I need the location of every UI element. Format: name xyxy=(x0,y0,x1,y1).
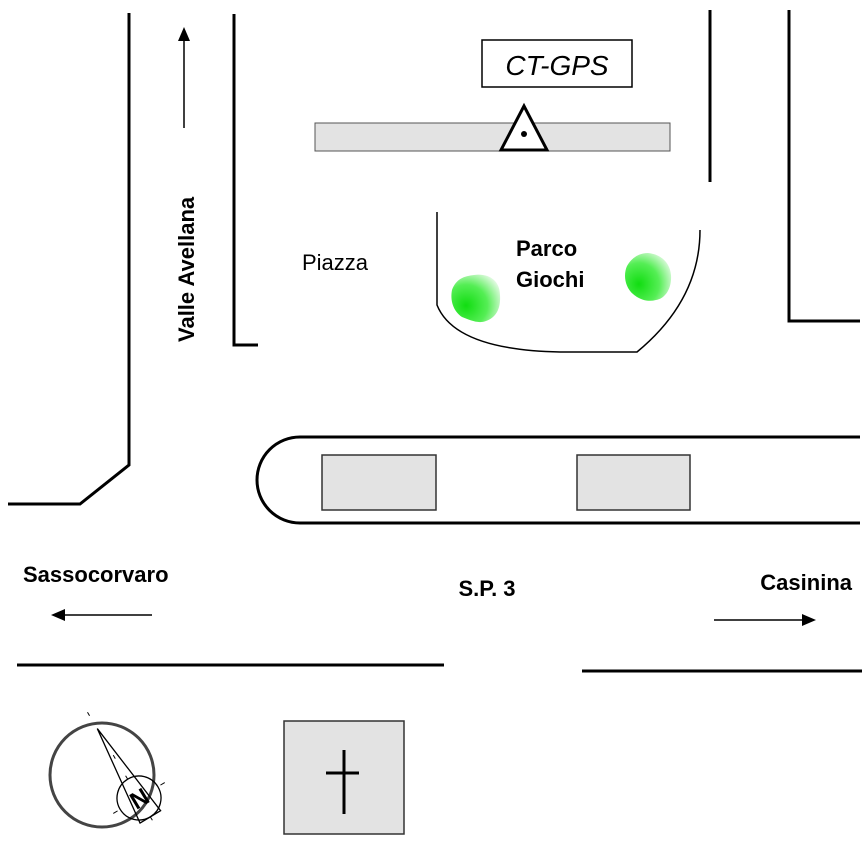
cross-icon xyxy=(326,750,359,814)
church-building xyxy=(283,720,405,835)
building-strip xyxy=(314,122,671,152)
road-edge-valle-avellana-east xyxy=(232,14,258,347)
parking-area-2 xyxy=(576,454,691,511)
road-edge-east-block xyxy=(787,10,860,323)
piazza-label: Piazza xyxy=(302,250,369,275)
park-label-line2: Giochi xyxy=(516,267,584,292)
gps-station-triangle-icon xyxy=(498,102,550,152)
station-label: CT-GPS xyxy=(505,50,609,81)
tree-icon xyxy=(451,274,501,323)
median-island xyxy=(255,435,860,525)
direction-arrow-east-head xyxy=(802,614,816,626)
street-label-valle-avellana: Valle Avellana xyxy=(174,196,199,342)
tree-icon xyxy=(625,253,672,301)
direction-arrow-north-head xyxy=(178,27,190,41)
direction-label-sassocorvaro: Sassocorvaro xyxy=(23,562,169,587)
parking-area-1 xyxy=(321,454,437,511)
direction-label-casinina: Casinina xyxy=(760,570,852,595)
road-label-sp3: S.P. 3 xyxy=(458,576,515,601)
compass-icon: N xyxy=(48,712,165,829)
park-label-line1: Parco xyxy=(516,236,577,261)
direction-arrow-west-head xyxy=(51,609,65,621)
road-edge-valle-avellana-west xyxy=(8,13,131,506)
park-outline xyxy=(436,212,701,353)
station-label-box xyxy=(481,39,633,88)
